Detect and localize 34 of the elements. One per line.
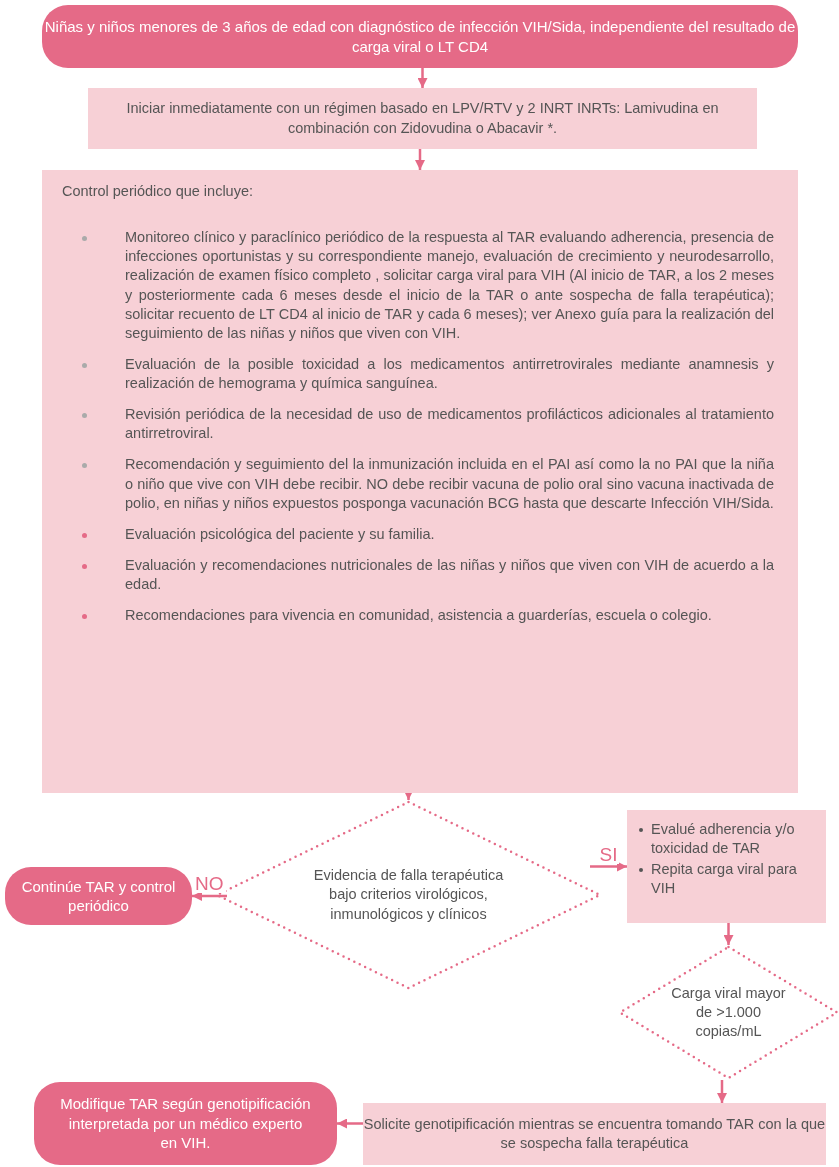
list-item: Monitoreo clínico y paraclínico periódico de la respuesta al TAR evaluando adherencia, presencia de infecciones oportunistas y su correspondiente manejo, evaluación de crecimiento y neurodesarrollo, realización de examen físico completo , solicitar carga viral para VIH (Al inicio de TAR, a los 2 meses y posteriormente cada 6 meses desde el inicio de la TAR o ante sospecha de falla terapéutica); solicitar recuento de LT CD4 al inicio de TAR y cada 6 meses); ver Anexo guía para la realización del seguimiento de las niñas y niños que viven con VIH. <box>125 228 774 343</box>
arrow <box>590 861 627 872</box>
list-item: Evalué adherencia y/o toxicidad de TAR <box>651 820 796 859</box>
process-box <box>627 810 826 923</box>
arrow <box>403 790 414 800</box>
end-box <box>5 867 192 925</box>
end-box <box>34 1082 337 1165</box>
node-text: Continúe TAR y control periódico <box>20 876 177 916</box>
list-item: Recomendación y seguimiento del la inmunización incluida en el PAI así como la no PAI que la niña o niño que vive con VIH debe recibir. NO debe recibir vacuna de polio oral sino vacuna inactivada de polio, en niñas y niños expuestos posponga vacunación BCG hasta que descarte Infección VIH/Sida. <box>125 455 774 513</box>
list-item: Evaluación de la posible toxicidad a los medicamentos antirretrovirales mediante anamnesis y realización de hemograma y química sanguínea. <box>125 354 774 393</box>
process-box <box>42 170 798 793</box>
arrow <box>417 68 428 88</box>
arrow <box>337 1118 363 1129</box>
node-text: Solicite genotipificación mientras se encuentra tomando TAR con la que se sospecha falla terapéutica <box>363 1114 826 1153</box>
node-text: Niñas y niños menores de 3 años de edad con diagnóstico de infección VIH/Sida, independiente del resultado de carga viral o LT CD4 <box>43 17 797 56</box>
decision-diamond <box>618 945 839 1080</box>
node-text: Carga viral mayor de >1.000 copias/mL <box>670 983 787 1042</box>
list-item: Revisión periódica de la necesidad de uso de medicamentos profilácticos adicionales al tratamiento antirretroviral. <box>125 405 774 444</box>
list-heading: Control periódico que incluye: <box>62 182 254 201</box>
process-box <box>363 1103 826 1165</box>
node-text: Modifique TAR según genotipificación interpretada por un médico experto en VIH. <box>59 1094 312 1153</box>
process-box <box>88 88 757 149</box>
list-item: Repita carga viral para VIH <box>651 860 798 899</box>
arrow <box>192 891 227 901</box>
edge-label: NO <box>193 874 226 893</box>
arrow <box>717 1080 727 1103</box>
arrow <box>723 923 734 945</box>
list-item: Recomendaciones para vivencia en comunidad, asistencia a guarderías, escuela o colegio. <box>125 606 713 626</box>
list-item: Evaluación y recomendaciones nutricionales de las niñas y niños que viven con VIH de acuerdo a la edad. <box>125 555 774 594</box>
node-text: Iniciar inmediatamente con un régimen basado en LPV/RTV y 2 INRT INRTs: Lamivudina en combinación con Zidovudina o Abacavir *. <box>125 99 720 138</box>
list-item: Evaluación psicológica del paciente y su familia. <box>125 524 436 544</box>
arrow <box>415 149 425 170</box>
start-box <box>42 5 798 68</box>
node-text: Evidencia de falla terapéutica bajo criterios virológicos, inmunológicos y clínicos <box>312 866 505 924</box>
